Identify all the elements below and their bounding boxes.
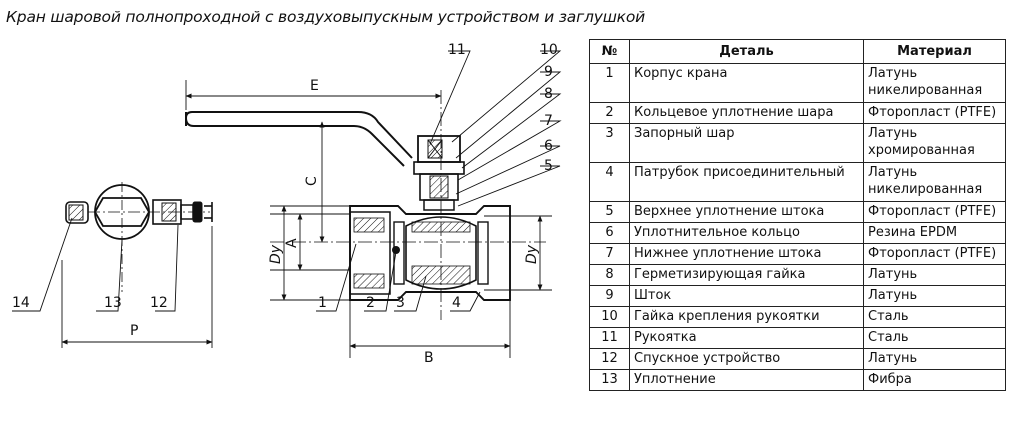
row-number: 5	[589, 201, 630, 223]
callout-7: 7	[544, 113, 553, 129]
header-part: Деталь	[629, 39, 864, 64]
callout-8: 8	[544, 86, 553, 102]
row-number: 3	[589, 123, 630, 163]
row-material: Фибра	[863, 369, 1006, 391]
table-row: 3 Запорный шар Латунь хромированная	[589, 123, 1006, 163]
row-part: Запорный шар	[629, 123, 864, 163]
front-view-dimensions	[185, 50, 562, 358]
row-material: Латунь никелированная	[863, 63, 1006, 103]
row-part: Шток	[629, 285, 864, 307]
dim-label-dy-left: Dу	[268, 244, 284, 264]
row-material: Резина EPDM	[863, 222, 1006, 244]
row-number: 13	[589, 369, 630, 391]
row-material: Фторопласт (PTFE)	[863, 102, 1006, 124]
row-number: 2	[589, 102, 630, 124]
callout-9: 9	[544, 64, 553, 80]
callout-2: 2	[366, 295, 375, 311]
header-material: Материал	[863, 39, 1006, 64]
row-part: Верхнее уплотнение штока	[629, 201, 864, 223]
callout-1: 1	[318, 295, 327, 311]
row-material: Латунь хромированная	[863, 123, 1006, 163]
callout-12: 12	[150, 295, 168, 311]
row-number: 4	[589, 162, 630, 202]
dim-label-p: P	[130, 323, 138, 339]
callout-4: 4	[452, 295, 461, 311]
callout-11: 11	[448, 42, 466, 58]
parts-table: № Деталь Материал 1 Корпус крана Латунь …	[589, 39, 1006, 391]
callout-3: 3	[396, 295, 405, 311]
table-row: 5 Верхнее уплотнение штока Фторопласт (P…	[589, 201, 1006, 223]
header-number: №	[589, 39, 630, 64]
row-number: 9	[589, 285, 630, 307]
row-material: Латунь	[863, 285, 1006, 307]
callout-14: 14	[12, 295, 30, 311]
dim-label-a: A	[284, 238, 300, 248]
table-row: 6 Уплотнительное кольцо Резина EPDM	[589, 222, 1006, 244]
callout-5: 5	[544, 158, 553, 174]
dim-label-b: B	[424, 350, 434, 366]
page-title: Кран шаровой полнопроходной с воздуховып…	[6, 8, 645, 26]
table-row: 13 Уплотнение Фибра	[589, 369, 1006, 391]
dim-label-dy-right: Dу	[524, 244, 540, 264]
row-part: Герметизирующая гайка	[629, 264, 864, 286]
table-row: 4 Патрубок присоединительный Латунь нике…	[589, 162, 1006, 202]
row-part: Нижнее уплотнение штока	[629, 243, 864, 265]
row-material: Сталь	[863, 327, 1006, 349]
valve-technical-drawing: E C A Dу Dу B P 1 2 3 4 5 6 7 8 9 10 11 …	[0, 30, 590, 444]
row-number: 7	[589, 243, 630, 265]
dim-label-e: E	[310, 78, 319, 94]
parts-table-header-row: № Деталь Материал	[589, 39, 1006, 64]
table-row: 2 Кольцевое уплотнение шара Фторопласт (…	[589, 102, 1006, 124]
row-material: Латунь	[863, 264, 1006, 286]
table-row: 11 Рукоятка Сталь	[589, 327, 1006, 349]
row-part: Уплотнение	[629, 369, 864, 391]
row-number: 6	[589, 222, 630, 244]
row-number: 8	[589, 264, 630, 286]
table-row: 9 Шток Латунь	[589, 285, 1006, 307]
row-part: Корпус крана	[629, 63, 864, 103]
side-view	[65, 182, 213, 292]
row-part: Кольцевое уплотнение шара	[629, 102, 864, 124]
table-row: 1 Корпус крана Латунь никелированная	[589, 63, 1006, 103]
row-part: Рукоятка	[629, 327, 864, 349]
valve-drawing-svg: E C A Dу Dу B P 1 2 3 4 5 6 7 8 9 10 11 …	[12, 42, 562, 366]
row-material: Сталь	[863, 306, 1006, 328]
table-row: 8 Герметизирующая гайка Латунь	[589, 264, 1006, 286]
callout-13: 13	[104, 295, 122, 311]
table-row: 7 Нижнее уплотнение штока Фторопласт (PT…	[589, 243, 1006, 265]
row-part: Патрубок присоединительный	[629, 162, 864, 202]
row-number: 12	[589, 348, 630, 370]
row-part: Гайка крепления рукоятки	[629, 306, 864, 328]
callout-10: 10	[540, 42, 558, 58]
callout-numbers: 1 2 3 4 5 6 7 8 9 10 11 12 13 14	[12, 42, 558, 311]
row-number: 11	[589, 327, 630, 349]
row-material: Латунь	[863, 348, 1006, 370]
row-material: Фторопласт (PTFE)	[863, 243, 1006, 265]
dim-label-c: C	[304, 176, 320, 186]
row-material: Фторопласт (PTFE)	[863, 201, 1006, 223]
callout-6: 6	[544, 138, 553, 154]
side-view-dimensions	[12, 217, 213, 348]
dimension-labels: E C A Dу Dу B P	[130, 78, 540, 366]
table-row: 10 Гайка крепления рукоятки Сталь	[589, 306, 1006, 328]
row-number: 10	[589, 306, 630, 328]
table-row: 12 Спускное устройство Латунь	[589, 348, 1006, 370]
front-view	[185, 90, 546, 320]
row-part: Уплотнительное кольцо	[629, 222, 864, 244]
row-part: Спускное устройство	[629, 348, 864, 370]
row-material: Латунь никелированная	[863, 162, 1006, 202]
row-number: 1	[589, 63, 630, 103]
